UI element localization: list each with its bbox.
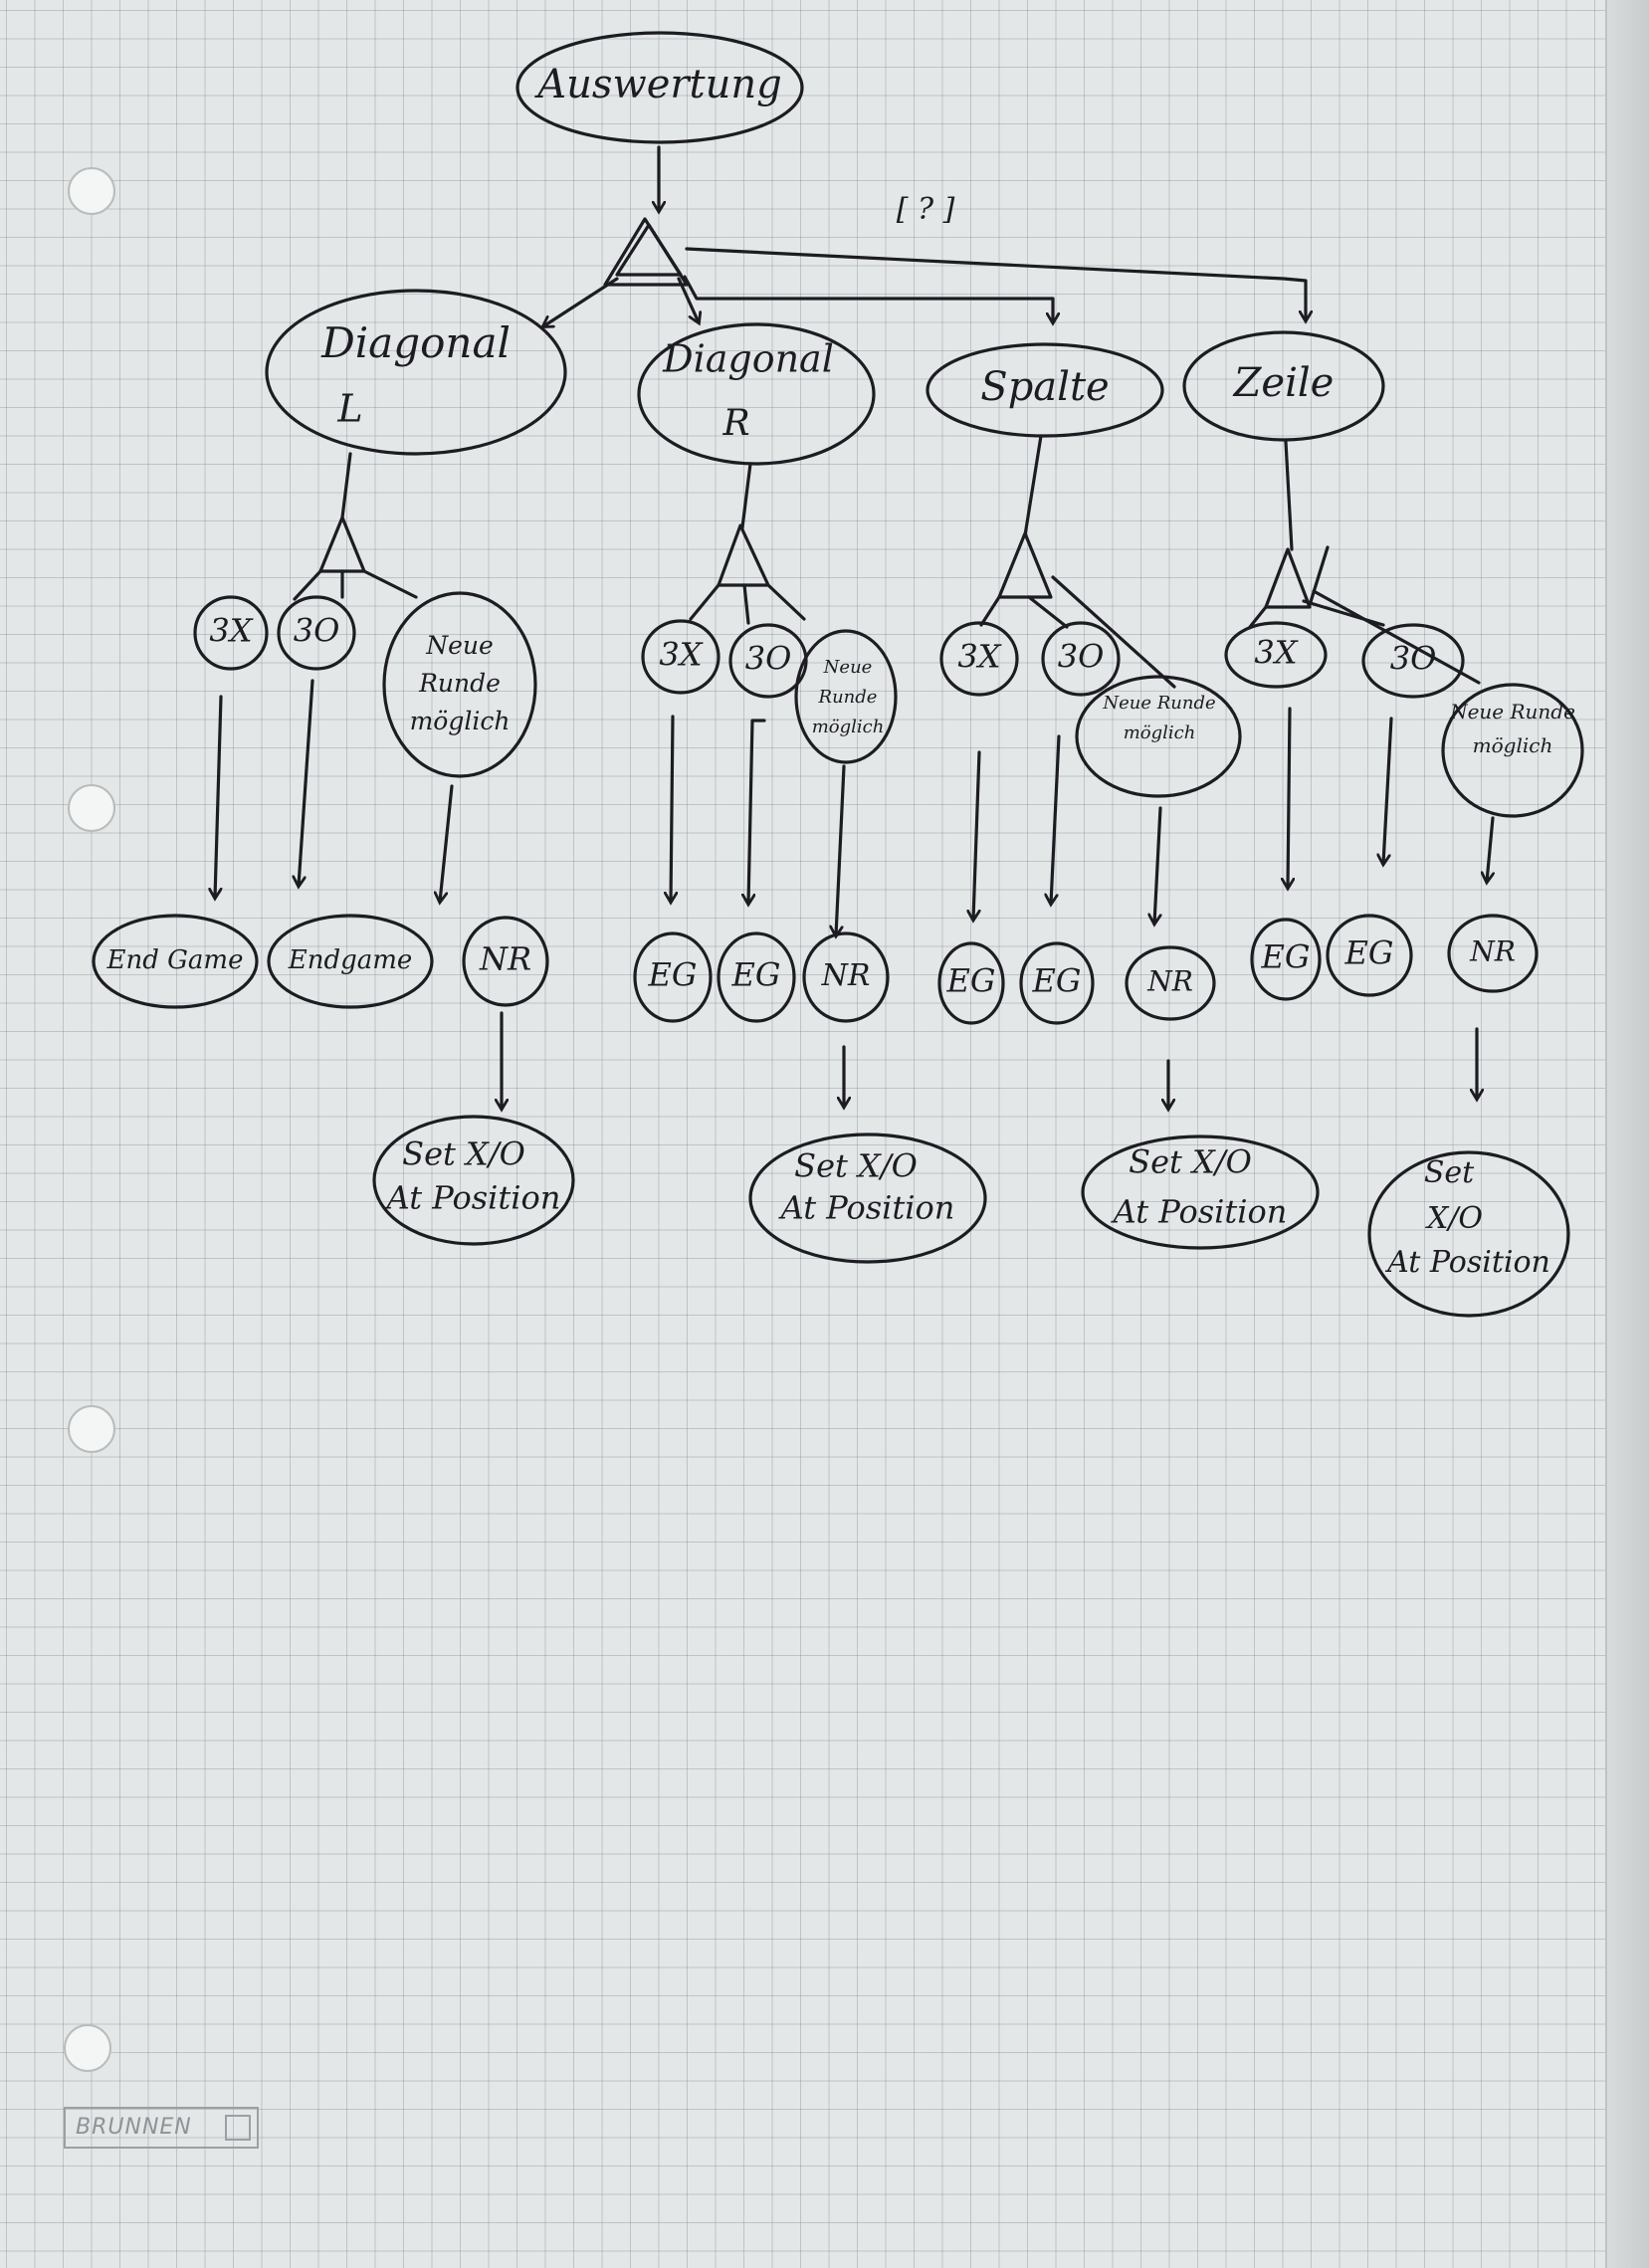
child-label: 3O <box>1390 640 1437 678</box>
child-label: 3O <box>1058 638 1105 676</box>
result-node <box>1019 941 1095 1025</box>
result-node <box>717 931 796 1023</box>
split-triangle <box>318 515 366 573</box>
branch-title-line: Zeile <box>1232 360 1335 406</box>
child-label: 3X <box>209 612 253 650</box>
child-node <box>193 595 269 671</box>
result-label: NR <box>479 940 531 978</box>
action-node <box>1367 1150 1570 1318</box>
split-triangle <box>1264 547 1312 609</box>
result-label: EG <box>1032 962 1082 1000</box>
child-label: 3X <box>1254 634 1298 672</box>
split-triangle <box>717 523 770 587</box>
child-node <box>382 591 537 778</box>
action-node <box>1081 1134 1320 1250</box>
action-line: Set X/O <box>402 1135 525 1173</box>
child-label: 3X <box>659 636 703 674</box>
result-label: NR <box>821 958 871 993</box>
branch-zeile: Zeile 3X 3O Neue Runde möglich EG EG NR <box>1182 330 1584 1318</box>
action-line: At Position <box>778 1189 955 1227</box>
action-line: At Position <box>1384 1245 1550 1280</box>
action-line: Set X/O <box>1129 1143 1252 1181</box>
root-node: Auswertung <box>515 31 804 144</box>
branch-title-line: L <box>336 387 362 431</box>
brand-mark-icon <box>225 2115 251 2141</box>
brunnen-logo: BRUNNEN <box>64 2107 259 2149</box>
child-node <box>1041 621 1121 697</box>
root-note: [ ? ] <box>897 192 955 227</box>
result-node <box>267 914 434 1009</box>
branch-title-line: Diagonal <box>320 318 511 367</box>
child-node <box>1361 623 1465 699</box>
root-label: Auswertung <box>533 62 781 107</box>
punch-hole <box>68 784 115 832</box>
brand-name: BRUNNEN <box>76 2115 192 2140</box>
action-line: Set X/O <box>794 1147 918 1185</box>
result-node <box>802 931 890 1023</box>
child-label: Neue Runde möglich <box>1103 693 1216 743</box>
result-label: Endgame <box>288 945 413 975</box>
branch-diagonal-r: Diagonal R 3X 3O Neue Runde möglich EG E… <box>633 322 987 1264</box>
child-label: Neue Runde möglich <box>811 657 885 737</box>
child-label: Neue Runde möglich <box>1450 700 1575 757</box>
result-label: EG <box>731 956 781 994</box>
child-node <box>939 621 1019 697</box>
result-node <box>1447 914 1539 993</box>
branch-title-line: Diagonal <box>662 337 834 381</box>
root-connectors <box>543 247 1306 326</box>
child-node <box>794 629 898 764</box>
action-line: Set <box>1424 1155 1475 1190</box>
result-node <box>92 914 259 1009</box>
branch-title-line: R <box>721 403 749 444</box>
child-label: 3X <box>957 638 1001 676</box>
result-node <box>937 941 1005 1025</box>
child-node <box>728 623 808 699</box>
branch-spalte: Spalte 3X 3O Neue Runde möglich EG EG NR <box>926 342 1320 1250</box>
action-line: X/O <box>1425 1201 1483 1236</box>
result-label: EG <box>946 962 996 1000</box>
result-node <box>1250 918 1322 1001</box>
paper-stack-edge <box>1605 0 1649 2268</box>
action-line: At Position <box>384 1179 561 1217</box>
result-node <box>1125 945 1216 1021</box>
punch-hole <box>68 167 115 215</box>
split-triangle <box>997 531 1053 599</box>
child-label: Neue Runde möglich <box>409 631 511 735</box>
result-node <box>1326 914 1413 997</box>
result-label: NR <box>1469 935 1516 968</box>
result-label: EG <box>648 956 698 994</box>
result-label: NR <box>1146 965 1193 998</box>
result-node <box>633 931 713 1023</box>
branch-diagonal-l: Diagonal L 3X 3O Neue Runde möglich End … <box>92 289 575 1246</box>
action-node <box>372 1115 575 1246</box>
result-node <box>462 916 549 1007</box>
child-node <box>641 619 721 695</box>
action-line: At Position <box>1111 1193 1288 1231</box>
result-label: EG <box>1261 938 1311 976</box>
branch-title-line: Spalte <box>980 364 1109 410</box>
child-node <box>1224 621 1328 689</box>
child-node <box>277 595 356 671</box>
punch-hole <box>68 1405 115 1453</box>
punch-hole <box>64 2024 111 2072</box>
action-node <box>748 1133 987 1264</box>
root-split-triangle-inner <box>615 223 683 277</box>
child-label: 3O <box>294 612 340 650</box>
result-label: End Game <box>106 945 244 975</box>
child-node <box>1441 683 1584 818</box>
child-label: 3O <box>745 640 792 678</box>
result-label: EG <box>1344 934 1394 972</box>
child-node <box>1075 675 1242 798</box>
